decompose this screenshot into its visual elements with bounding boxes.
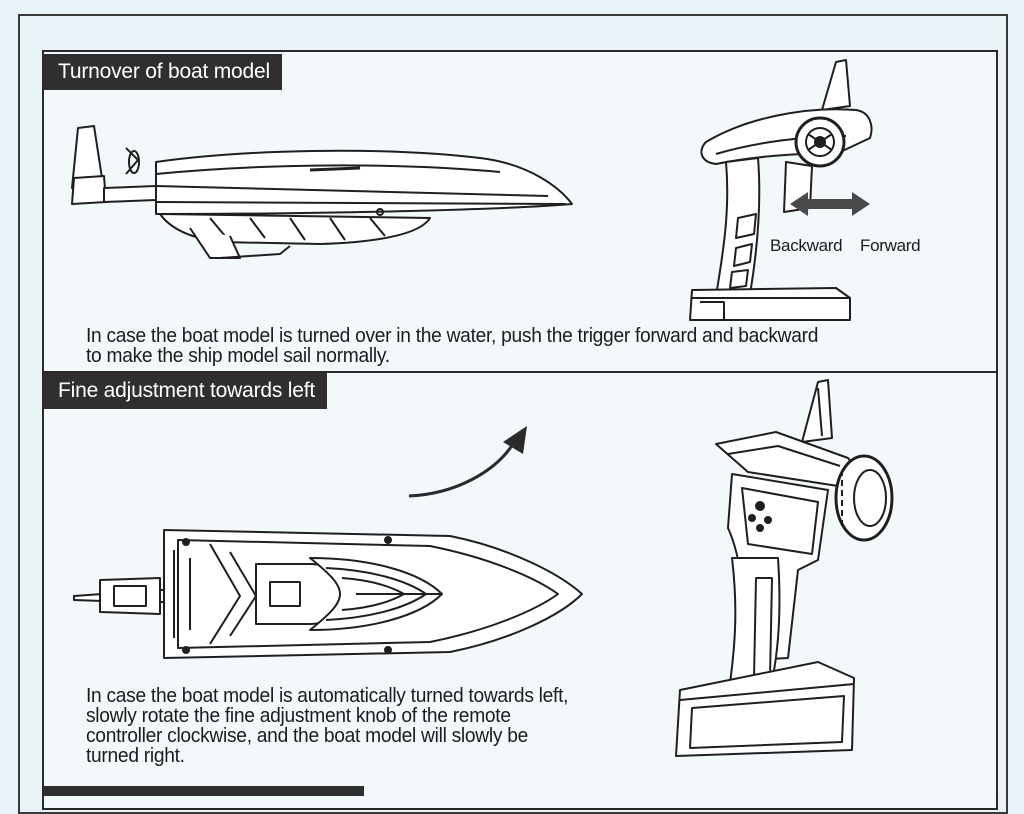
backward-label: Backward (770, 236, 843, 255)
section-header-turnover: Turnover of boat model (44, 54, 282, 90)
description-line: turned right. (86, 745, 185, 767)
remote-controller-three-quarter-view-illustration (675, 379, 894, 757)
description-line: slowly rotate the fine adjustment knob o… (86, 705, 511, 727)
description-line: to make the ship model sail normally. (86, 345, 390, 367)
section-divider (42, 371, 998, 373)
turnover-description: In case the boat model is turned over in… (86, 326, 950, 366)
manual-page: Turnover of boat model (18, 14, 1008, 814)
description-line: In case the boat model is turned over in… (86, 325, 819, 347)
double-headed-arrow-icon (790, 192, 870, 216)
fine-adjustment-description: In case the boat model is automatically … (86, 686, 662, 766)
forward-label: Forward (860, 236, 921, 255)
next-section-header-tab (44, 786, 364, 796)
section-header-fine-adjustment: Fine adjustment towards left (44, 373, 328, 409)
boat-side-view-illustration (71, 125, 573, 259)
description-line: In case the boat model is automatically … (86, 685, 569, 707)
boat-top-view-illustration (73, 529, 583, 659)
curved-arrow-icon (408, 426, 527, 498)
description-line: controller clockwise, and the boat model… (86, 725, 528, 747)
remote-controller-side-view-illustration (689, 59, 873, 321)
